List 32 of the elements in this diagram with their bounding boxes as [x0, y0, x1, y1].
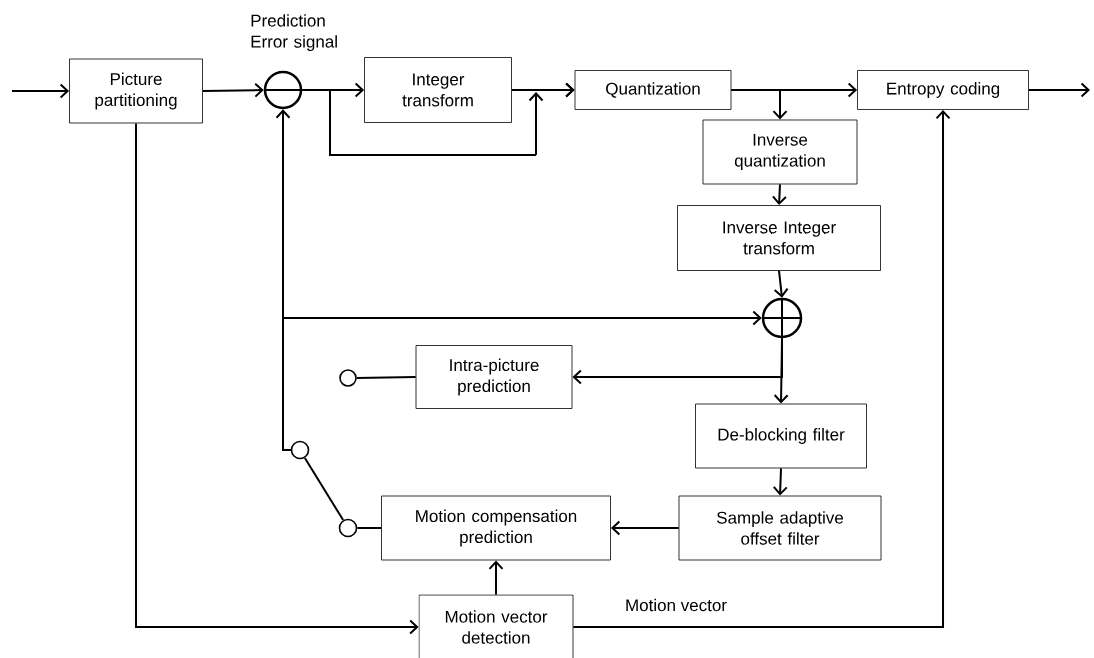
arrow	[201, 82, 264, 98]
arrow	[610, 520, 680, 536]
process-box: Inverse Integer transform	[677, 205, 881, 271]
arrow	[572, 109, 951, 628]
process-box: Entropy coding	[857, 70, 1029, 110]
arrow	[773, 269, 789, 298]
switch-contact	[339, 369, 357, 387]
arrow	[282, 310, 762, 451]
process-box: Inverse quantization	[702, 119, 858, 185]
process-box: De-blocking filter	[695, 403, 867, 469]
arrow	[301, 82, 575, 156]
edge-label: Motion vector	[624, 597, 729, 613]
subtractor-circle	[263, 70, 303, 110]
arrow	[771, 183, 787, 206]
process-box: Sample adaptive offset filter	[678, 495, 882, 561]
process-box: Picture partitioning	[69, 58, 203, 124]
switch-contact	[338, 518, 358, 538]
arrow	[488, 560, 504, 596]
arrow	[730, 89, 788, 120]
signal-label: Prediction Error signal	[251, 14, 337, 52]
process-box: Intra-picture prediction	[415, 345, 573, 409]
process-box: Motion compensation prediction	[381, 495, 611, 561]
arrow	[773, 337, 789, 404]
process-box: Integer transform	[364, 57, 512, 123]
arrow	[1027, 82, 1090, 98]
arrow	[135, 122, 419, 635]
process-box: Motion vector detection	[418, 594, 574, 658]
arrow	[772, 467, 788, 496]
adder-circle	[761, 297, 803, 339]
process-box: Quantization	[574, 70, 732, 110]
arrow	[11, 83, 70, 99]
switch-contact	[290, 440, 310, 460]
